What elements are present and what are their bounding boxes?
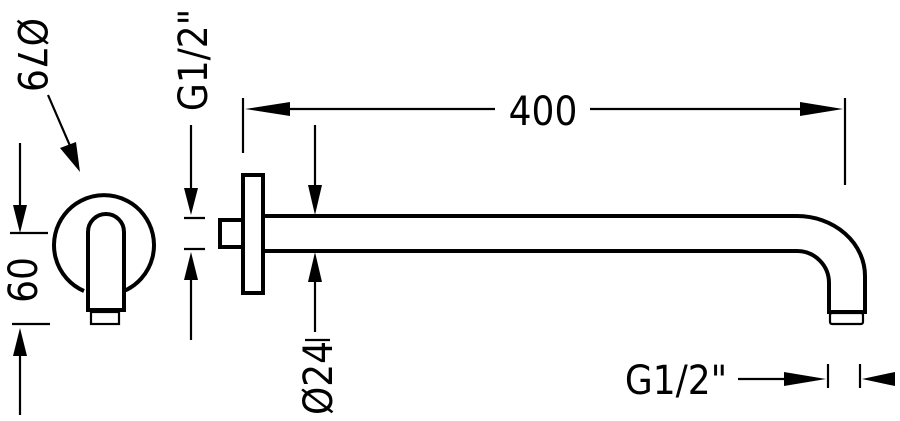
arm-length-dimension: 400 bbox=[241, 89, 847, 185]
arm-pipe bbox=[263, 214, 867, 314]
outlet-thread-dimension: G1/2" bbox=[625, 358, 895, 404]
rosette-circle bbox=[52, 193, 156, 293]
pipe-diameter-label: Ø24 bbox=[296, 341, 342, 415]
lever-height-label: 60 bbox=[1, 257, 47, 303]
outlet-tip bbox=[828, 311, 865, 326]
wall-flange bbox=[241, 173, 265, 295]
inlet-nut bbox=[218, 218, 245, 249]
lever-handle bbox=[86, 212, 126, 312]
lever-tip bbox=[89, 310, 121, 326]
outlet-thread-label: G1/2" bbox=[625, 358, 727, 404]
arrowhead bbox=[60, 142, 80, 172]
arm-length-label: 400 bbox=[509, 89, 578, 135]
rosette-diameter-label: Ø79 bbox=[8, 18, 54, 92]
shower-arm-side-view bbox=[218, 173, 867, 326]
mixer-front-view bbox=[52, 193, 156, 326]
lever-height-dimension: 60 bbox=[1, 143, 50, 415]
inlet-thread-dimension: G1/2" bbox=[171, 9, 217, 340]
inlet-thread-label: G1/2" bbox=[171, 9, 217, 111]
pipe-diameter-dimension: Ø24 bbox=[296, 125, 342, 415]
